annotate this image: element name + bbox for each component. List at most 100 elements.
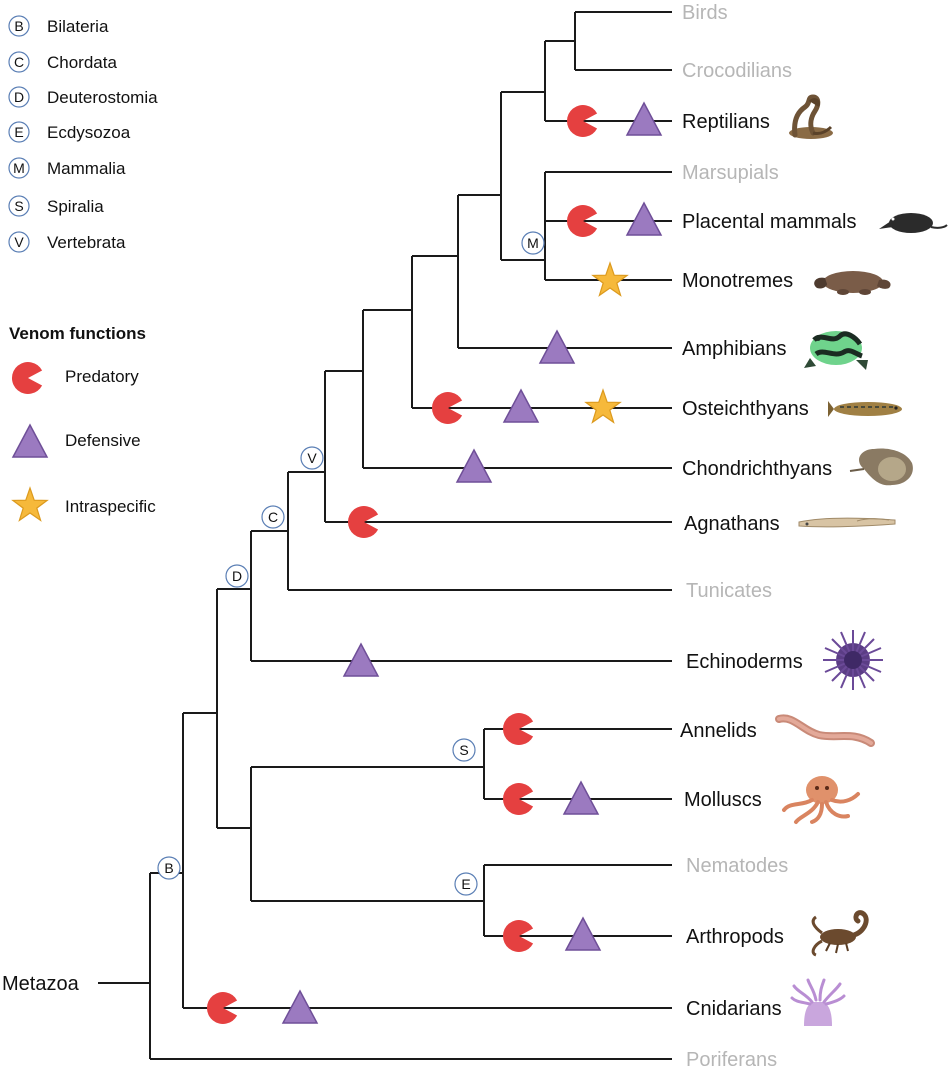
- vertebrata-node: [324, 370, 672, 523]
- clade-legend-item: B Bilateria: [8, 15, 109, 37]
- mammalia-node: [544, 171, 672, 281]
- clade-legend-item: D Deuterostomia: [8, 86, 158, 108]
- sea-anemone-icon: [790, 978, 846, 1026]
- stingray-icon: [849, 448, 913, 486]
- taxon-label-tunicates: Tunicates: [686, 580, 772, 602]
- clade-legend-item: C Chordata: [8, 51, 117, 73]
- defensive-triangle-icon: [625, 101, 663, 136]
- taxon-label-echinoderms: Echinoderms: [686, 651, 803, 673]
- bilateria-node: [216, 588, 251, 829]
- octopus-icon: [782, 776, 860, 824]
- chordata-node: [287, 471, 672, 591]
- clade-circle-icon: [8, 51, 30, 73]
- clade-legend-item: M Mammalia: [8, 157, 126, 179]
- clade-circle-icon: [8, 231, 30, 253]
- clade-legend-letter: B: [14, 18, 23, 34]
- worm-icon: [775, 714, 875, 747]
- clade-legend-name: Vertebrata: [47, 233, 126, 252]
- platypus-icon: [814, 271, 891, 295]
- defensive-triangle-icon: [562, 780, 600, 815]
- clade-legend-name: Ecdysozoa: [47, 123, 131, 142]
- lamprey-icon: [798, 517, 896, 528]
- venom-function-label: Defensive: [65, 431, 141, 450]
- taxon-label-marsupials: Marsupials: [682, 162, 779, 184]
- venom-function-label: Intraspecific: [65, 497, 156, 516]
- defensive-triangle-icon: [538, 329, 576, 364]
- venom-functions-legend: Venom functions Predatory Defensive Intr…: [9, 324, 156, 522]
- taxon-label-nematodes: Nematodes: [686, 855, 788, 877]
- deuterostomia-node: [250, 530, 672, 662]
- svg-text:M: M: [527, 235, 539, 251]
- clade-marker-deuterostomia: D: [225, 564, 249, 588]
- svg-text:E: E: [461, 876, 470, 892]
- venom-function-legend-item: Predatory: [11, 362, 139, 394]
- clade-marker-chordata: C: [261, 505, 285, 529]
- clade-legend-item: V Vertebrata: [8, 231, 126, 253]
- clade-marker-vertebrata: V: [300, 446, 324, 470]
- clade-legend-item: E Ecdysozoa: [8, 121, 131, 143]
- clade-legend-letter: C: [14, 54, 24, 70]
- tree-branches: [98, 11, 672, 1060]
- defensive-triangle-icon: [564, 916, 602, 951]
- clade-legend-letter: D: [14, 89, 24, 105]
- taxon-label-reptilians: Reptilians: [682, 111, 770, 133]
- scorpion-icon: [811, 910, 869, 957]
- taxon-label-monotremes: Monotremes: [682, 270, 793, 292]
- svg-text:V: V: [307, 450, 317, 466]
- svg-text:B: B: [164, 860, 173, 876]
- gnathostome-node: [362, 309, 672, 469]
- taxon-label-crocodilians: Crocodilians: [682, 60, 792, 82]
- clade-legend-letter: S: [14, 198, 23, 214]
- clade-marker-mammalia: M: [521, 231, 545, 255]
- root-label: Metazoa: [2, 973, 80, 995]
- clade-legend-name: Chordata: [47, 53, 117, 72]
- venom-symbols: [206, 101, 663, 1024]
- defensive-triangle-icon: [281, 989, 319, 1024]
- clade-circle-icon: [8, 157, 30, 179]
- svg-text:S: S: [459, 742, 468, 758]
- clade-legend-name: Deuterostomia: [47, 88, 158, 107]
- clade-circle-icon: [8, 15, 30, 37]
- venom-function-legend-item: Defensive: [11, 423, 141, 458]
- sea-urchin-icon: [823, 630, 883, 690]
- taxon-label-molluscs: Molluscs: [684, 789, 762, 811]
- svg-text:D: D: [232, 568, 242, 584]
- clade-marker-ecdysozoa: E: [454, 872, 478, 896]
- clade-legend-letter: V: [14, 234, 24, 250]
- taxon-label-cnidarians: Cnidarians: [686, 998, 782, 1020]
- clade-marker-bilateria: B: [157, 856, 181, 880]
- clade-legend-name: Bilateria: [47, 17, 109, 36]
- shrew-icon: [879, 213, 948, 233]
- taxon-label-arthropods: Arthropods: [686, 926, 784, 948]
- clade-markers: M V C D S E B: [157, 231, 545, 896]
- clade-legend-letter: E: [14, 124, 23, 140]
- defensive-triangle-icon: [625, 201, 663, 236]
- svg-text:C: C: [268, 509, 278, 525]
- intraspecific-star-icon: [591, 261, 629, 297]
- venom-function-label: Predatory: [65, 367, 139, 386]
- defensive-triangle-icon: [502, 388, 540, 423]
- cobra-icon: [789, 94, 833, 139]
- predatory-pacman-icon: [11, 362, 43, 394]
- taxon-label-annelids: Annelids: [680, 720, 757, 742]
- clade-marker-spiralia: S: [452, 738, 476, 762]
- clade-circle-icon: [8, 195, 30, 217]
- taxon-label-placental-mammals: Placental mammals: [682, 211, 857, 233]
- clade-legend-name: Mammalia: [47, 159, 126, 178]
- defensive-triangle-icon: [455, 448, 493, 483]
- taxon-label-osteichthyans: Osteichthyans: [682, 398, 809, 420]
- taxon-label-poriferans: Poriferans: [686, 1049, 777, 1069]
- taxon-label-chondrichthyans: Chondrichthyans: [682, 458, 832, 480]
- legend: B Bilateria C Chordata D Deuterostomia E…: [8, 15, 158, 522]
- frog-icon: [804, 331, 868, 370]
- venom-function-legend-item: Intraspecific: [11, 486, 156, 522]
- intraspecific-star-icon: [584, 388, 622, 424]
- clade-circle-icon: [8, 121, 30, 143]
- bilateria-cnidaria-node: [182, 712, 672, 1009]
- defensive-triangle-icon: [342, 642, 380, 677]
- clade-legend-letter: M: [13, 160, 25, 176]
- taxon-labels: Metazoa Birds Crocodilians Reptilians Ma…: [2, 2, 857, 1069]
- clade-legend: B Bilateria C Chordata D Deuterostomia E…: [8, 15, 158, 253]
- defensive-triangle-icon: [11, 423, 49, 458]
